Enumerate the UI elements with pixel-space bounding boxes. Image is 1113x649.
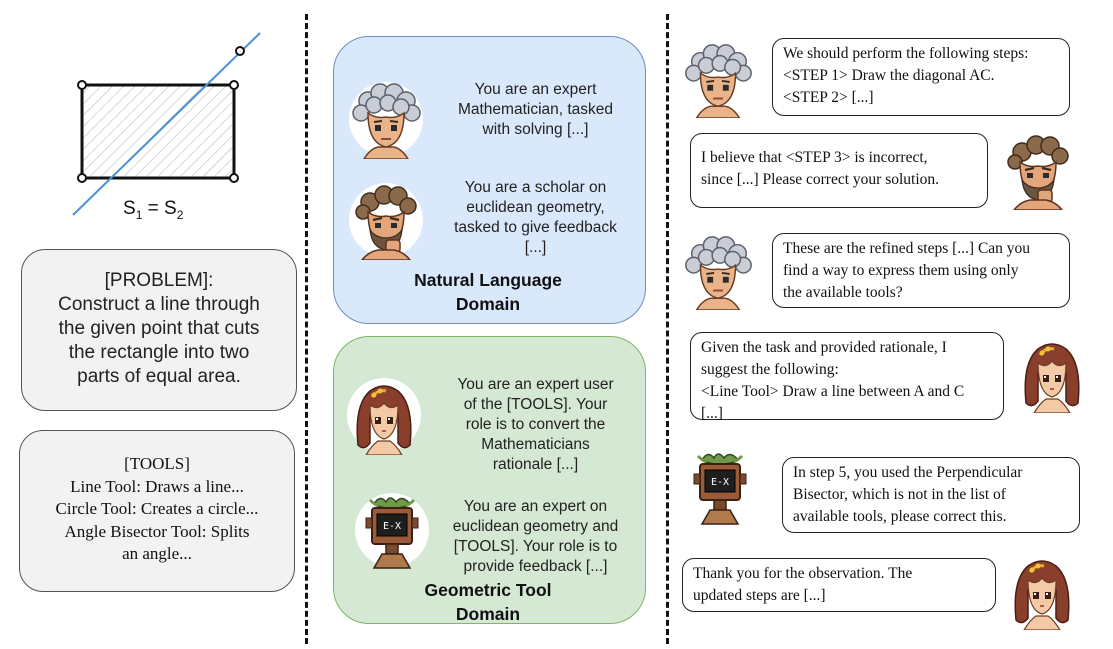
vertex-point [77, 173, 87, 183]
geometry-figure: S1 = S2 [72, 32, 261, 222]
message-bubble: Given the task and provided rationale, I… [690, 332, 1004, 422]
problem-text: [PROBLEM]: Construct a line through the … [58, 270, 260, 387]
tools-text: [TOOLS] Line Tool: Draws a line... Circl… [55, 454, 259, 563]
tool-user-avatar [1002, 550, 1082, 630]
geometric-tool-title: Geometric Tool Domain [424, 580, 552, 624]
message-bubble: We should perform the following steps: <… [772, 38, 1070, 116]
scholar-role-text: You are a scholar on euclidean geometry,… [454, 179, 617, 256]
tool-user-role-text: You are an expert user of the [TOOLS]. Y… [457, 376, 614, 473]
robot-avatar [680, 446, 760, 526]
message-bubble: These are the refined steps [...] Can yo… [772, 233, 1070, 308]
robot-role-text: You are an expert on euclidean geometry … [452, 498, 619, 575]
separator-left [305, 14, 308, 644]
mathematician-avatar [679, 40, 757, 118]
tool-user-avatar [1012, 333, 1092, 413]
vertex-point [229, 80, 239, 90]
problem-box: [PROBLEM]: Construct a line through the … [21, 249, 297, 411]
scholar-avatar [346, 180, 426, 260]
mathematician-role-text: You are an expert Mathematician, tasked … [457, 81, 614, 138]
vertex-point [77, 80, 87, 90]
message-bubble: In step 5, you used the Perpendicular Bi… [782, 457, 1080, 533]
area-equation: S1 = S2 [123, 198, 184, 222]
message-bubble: Thank you for the observation. The updat… [682, 558, 996, 612]
robot-avatar [352, 490, 432, 570]
tools-box: [TOOLS] Line Tool: Draws a line... Circl… [19, 430, 295, 592]
scholar-avatar [998, 130, 1078, 210]
tool-user-avatar [344, 375, 424, 455]
mathematician-avatar [679, 232, 757, 310]
cutting-line [72, 32, 261, 216]
natural-language-title: Natural Language Domain [414, 270, 562, 314]
mathematician-avatar [346, 79, 426, 159]
separator-right [666, 14, 669, 644]
message-bubble: I believe that <STEP 3> is incorrect, si… [690, 133, 988, 208]
given-point [235, 46, 245, 56]
vertex-point [229, 173, 239, 183]
